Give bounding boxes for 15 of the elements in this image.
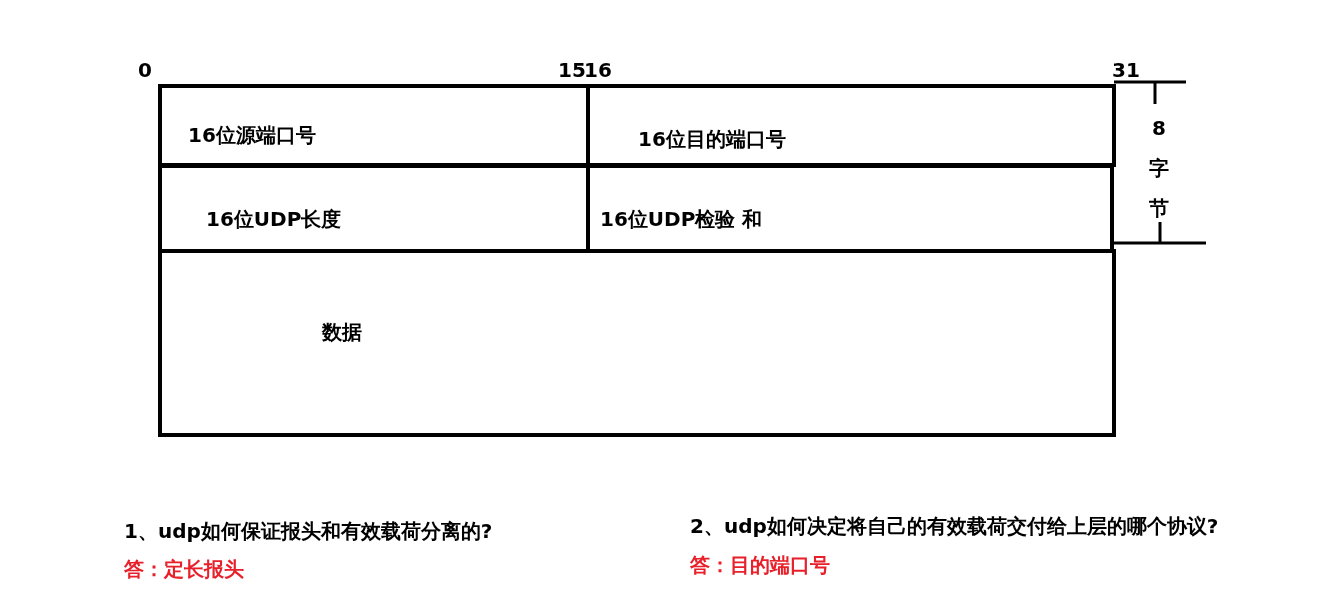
field-label: 16位UDP检验 和 xyxy=(600,206,763,233)
field-label: 数据 xyxy=(322,319,362,346)
size-label: 8字节 xyxy=(1148,115,1170,222)
bit-number: 16 xyxy=(584,58,612,82)
field-label: 16位目的端口号 xyxy=(638,126,786,153)
field-label: 16位源端口号 xyxy=(188,122,316,149)
bit-number: 31 xyxy=(1112,58,1140,82)
bit-number: 15 xyxy=(558,58,586,82)
answer-text: 答：定长报头 xyxy=(124,556,244,583)
data-field-box xyxy=(158,249,1116,437)
answer-text: 答：目的端口号 xyxy=(690,552,830,579)
bit-number: 0 xyxy=(138,58,152,82)
question-text: 2、udp如何决定将自己的有效载荷交付给上层的哪个协议? xyxy=(690,513,1219,540)
question-text: 1、udp如何保证报头和有效载荷分离的? xyxy=(124,518,493,545)
field-label: 16位UDP长度 xyxy=(206,206,342,233)
